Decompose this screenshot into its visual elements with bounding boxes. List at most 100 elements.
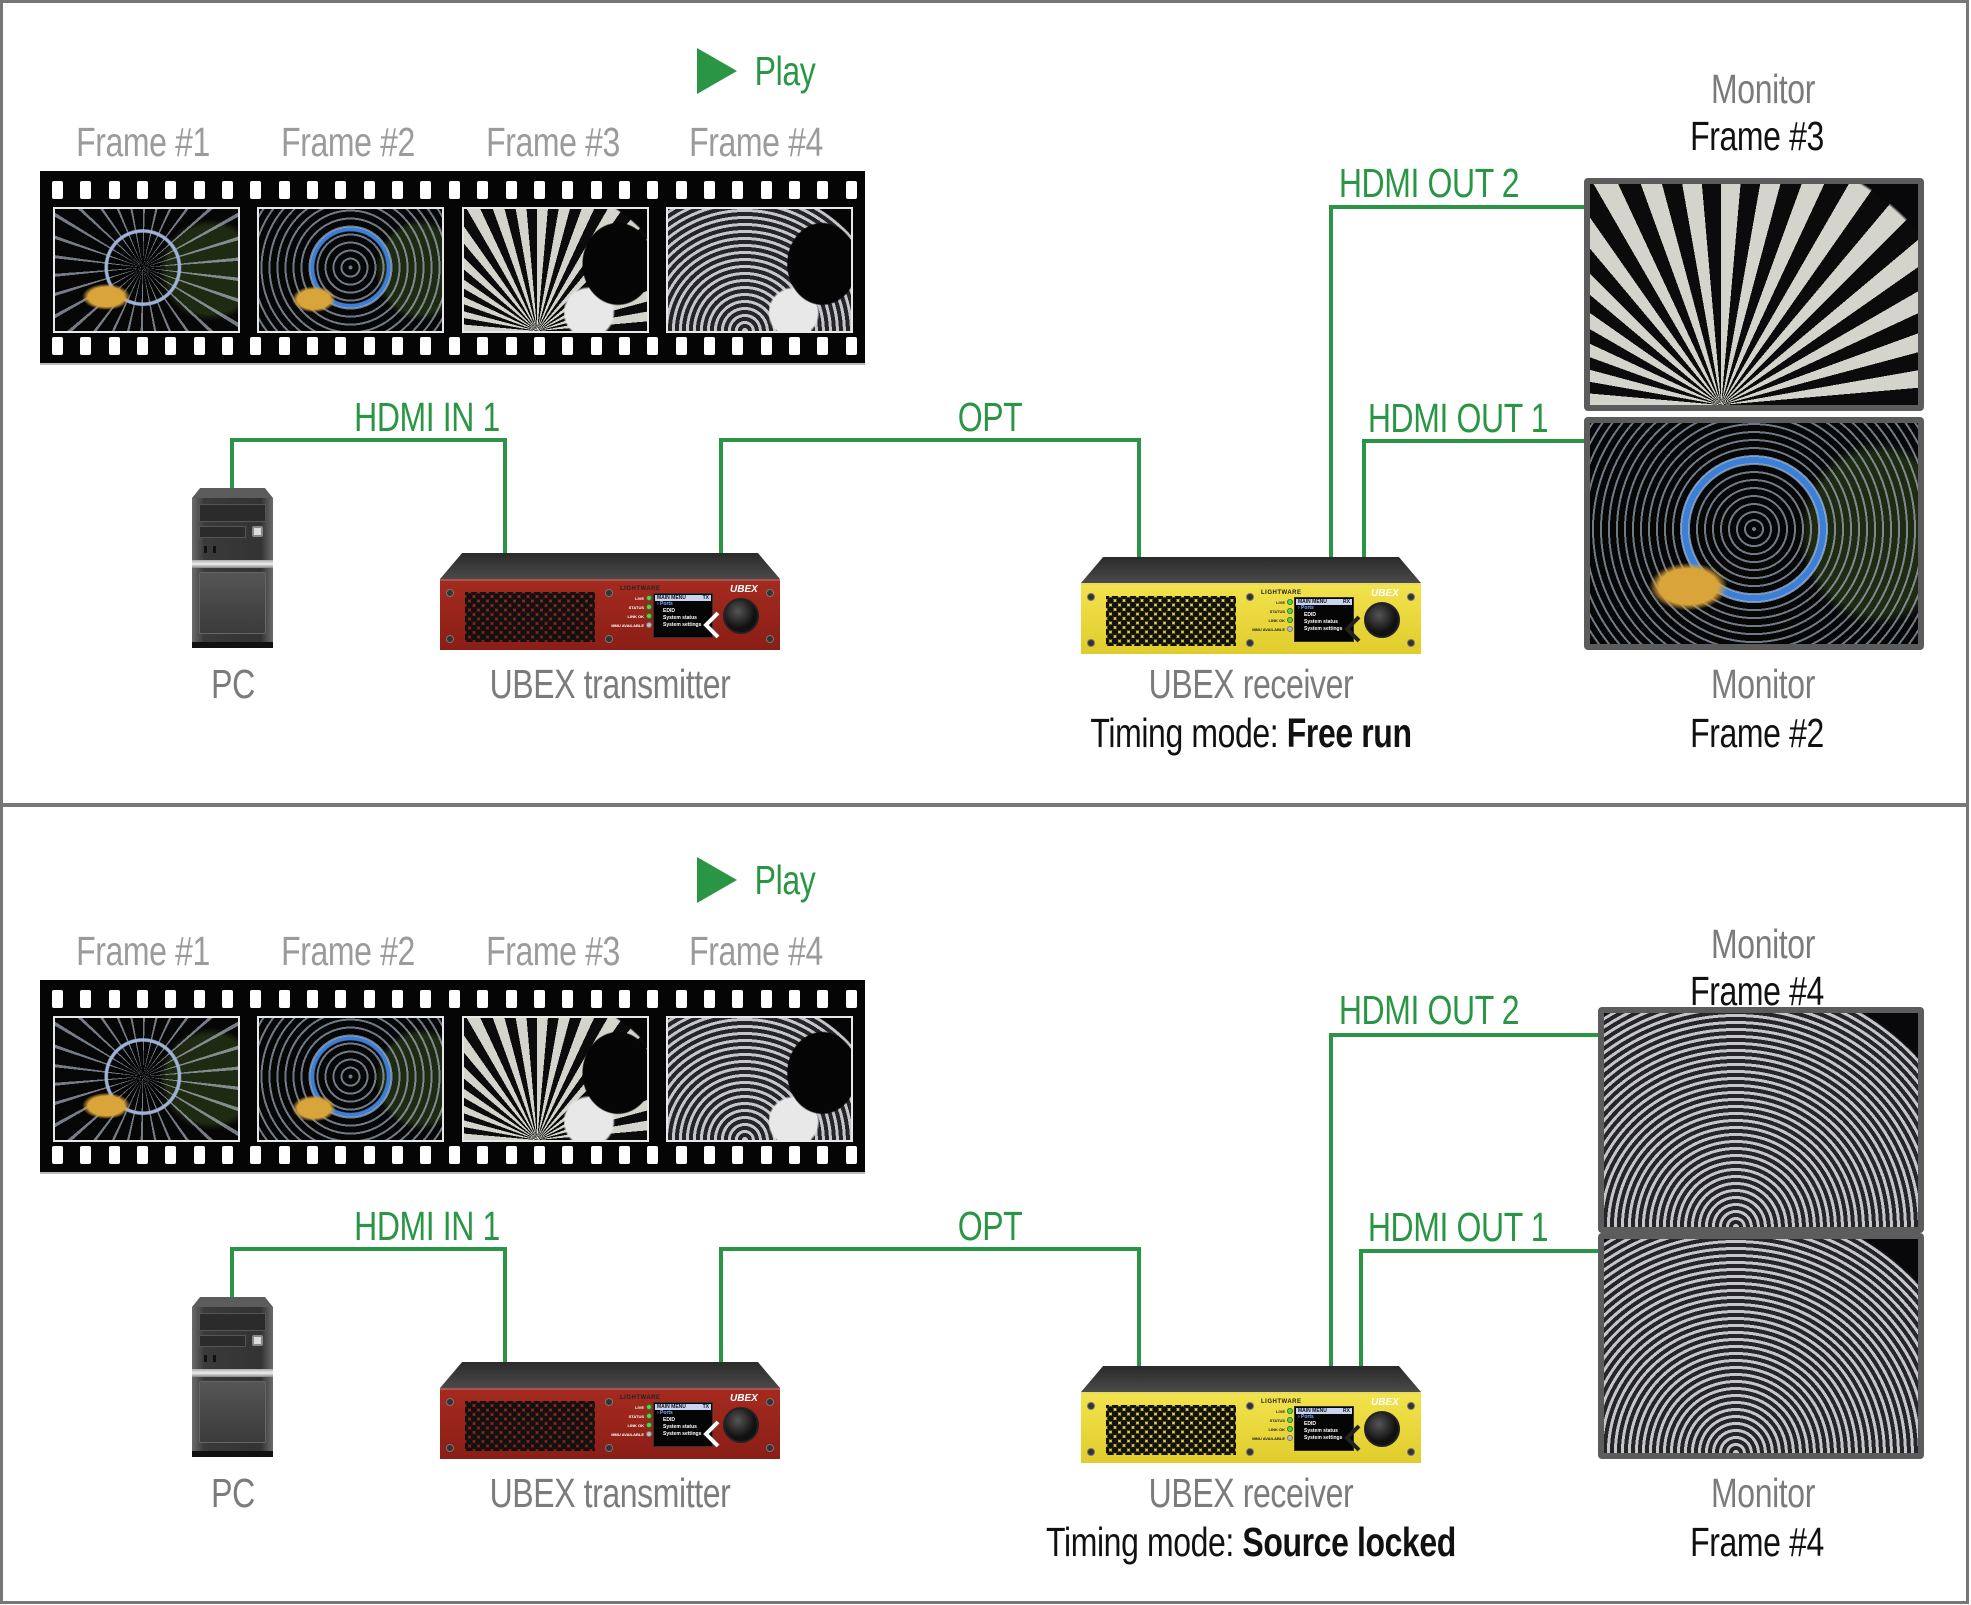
sprocket-hole: [278, 990, 290, 1008]
led-label: MMU AVAILABLE: [1252, 1436, 1285, 1441]
status-led-icon: [646, 1413, 652, 1419]
receiver-label: UBEX receiver: [1148, 1470, 1354, 1516]
sprocket-hole: [845, 181, 857, 199]
status-led-icon: [646, 622, 652, 628]
status-led-icon: [1287, 599, 1293, 605]
sprocket-hole: [618, 1146, 630, 1164]
lcd-mode: TX: [702, 595, 709, 601]
sprocket-hole: [222, 990, 234, 1008]
sprocket-hole: [760, 337, 772, 355]
sprocket-hole: [477, 337, 489, 355]
lcd-mode: RX: [1343, 599, 1350, 605]
sprocket-hole: [80, 181, 92, 199]
sprocket-hole: [788, 181, 800, 199]
sprocket-row-bottom: [52, 337, 857, 355]
receiver-label: UBEX receiver: [1148, 661, 1354, 707]
play-icon: [697, 857, 737, 903]
sprocket-row-bottom: [52, 1146, 857, 1164]
film-frame-2: [257, 1016, 445, 1142]
scenario-panel-top: Play Frame #1 Frame #2 Frame #3 Frame #4…: [40, 48, 1924, 754]
sprocket-hole: [590, 337, 602, 355]
sprocket-hole: [363, 337, 375, 355]
sprocket-hole: [307, 1146, 319, 1164]
chevron-icon: [1343, 1424, 1363, 1452]
led-label: LIVE: [1276, 600, 1285, 605]
sprocket-hole: [477, 1146, 489, 1164]
monitor-screen: [1590, 184, 1918, 405]
lcd-title: MAIN MENU: [1298, 599, 1327, 605]
sprocket-hole: [477, 990, 489, 1008]
screw-icon: [766, 589, 774, 597]
sprocket-hole: [448, 990, 460, 1008]
led-label: STATUS: [628, 605, 644, 610]
chevron-icon: [702, 1420, 722, 1448]
tree-silhouette: [564, 1018, 647, 1140]
sprocket-hole: [618, 337, 630, 355]
sprocket-hole: [80, 337, 92, 355]
opt-cable: [719, 438, 1141, 557]
film-strip: [40, 980, 865, 1174]
device-lid: [1081, 557, 1421, 583]
film-strip: [40, 171, 865, 365]
screw-icon: [1407, 1402, 1415, 1410]
lcd-menu-item: System settings: [663, 1431, 702, 1437]
sprocket-hole: [108, 181, 120, 199]
film-frame-3: [461, 207, 649, 333]
sprocket-hole: [562, 337, 574, 355]
sprocket-hole: [335, 337, 347, 355]
play-icon: [697, 48, 737, 94]
sprocket-hole: [590, 1146, 602, 1164]
lcd-menu-item: System settings: [1304, 1435, 1343, 1441]
opt-label: OPT: [957, 1203, 1023, 1249]
hdmi-in-cable: [230, 1247, 507, 1362]
status-led-icon: [646, 595, 652, 601]
sprocket-hole: [363, 181, 375, 199]
sprocket-hole: [52, 1146, 63, 1164]
panel-separator: [0, 803, 1969, 807]
sprocket-hole: [165, 181, 177, 199]
film-frame-1: [53, 207, 240, 333]
ferris-wheel-image: [1590, 423, 1918, 644]
sprocket-hole: [477, 181, 489, 199]
chevron-icon: [702, 611, 722, 639]
sprocket-hole: [590, 990, 602, 1008]
ferris-wheel-image: [55, 209, 238, 331]
tree-silhouette: [768, 209, 851, 331]
device-lid: [440, 1362, 780, 1388]
film-frame-1: [53, 1016, 240, 1142]
sprocket-hole: [590, 181, 602, 199]
sprocket-hole: [278, 337, 290, 355]
sprocket-hole: [788, 337, 800, 355]
sprocket-hole: [193, 181, 205, 199]
film-frame-4: [665, 207, 853, 333]
sprocket-hole: [533, 337, 545, 355]
sprocket-hole: [222, 1146, 234, 1164]
sprocket-hole: [80, 1146, 92, 1164]
sprocket-hole: [448, 1146, 460, 1164]
sprocket-hole: [193, 337, 205, 355]
sprocket-hole: [703, 1146, 715, 1164]
sprocket-hole: [732, 1146, 744, 1164]
ferris-wheel-image: [259, 209, 443, 331]
sprocket-hole: [222, 181, 234, 199]
sprocket-hole: [505, 337, 517, 355]
model-logo: UBEX: [730, 1393, 758, 1404]
hdmi-out-1-cable: [1362, 439, 1586, 557]
wiring: [230, 205, 1586, 557]
led-label: LIVE: [635, 596, 644, 601]
sprocket-hole: [788, 1146, 800, 1164]
lcd-title: MAIN MENU: [1298, 1408, 1327, 1414]
sprocket-hole: [675, 1146, 687, 1164]
sprocket-hole: [193, 990, 205, 1008]
model-logo: UBEX: [1371, 1397, 1399, 1408]
tree-silhouette: [768, 1018, 851, 1140]
sprocket-hole: [505, 1146, 517, 1164]
led-label: MMU AVAILABLE: [611, 623, 644, 628]
monitor-bottom: [1598, 1233, 1924, 1459]
